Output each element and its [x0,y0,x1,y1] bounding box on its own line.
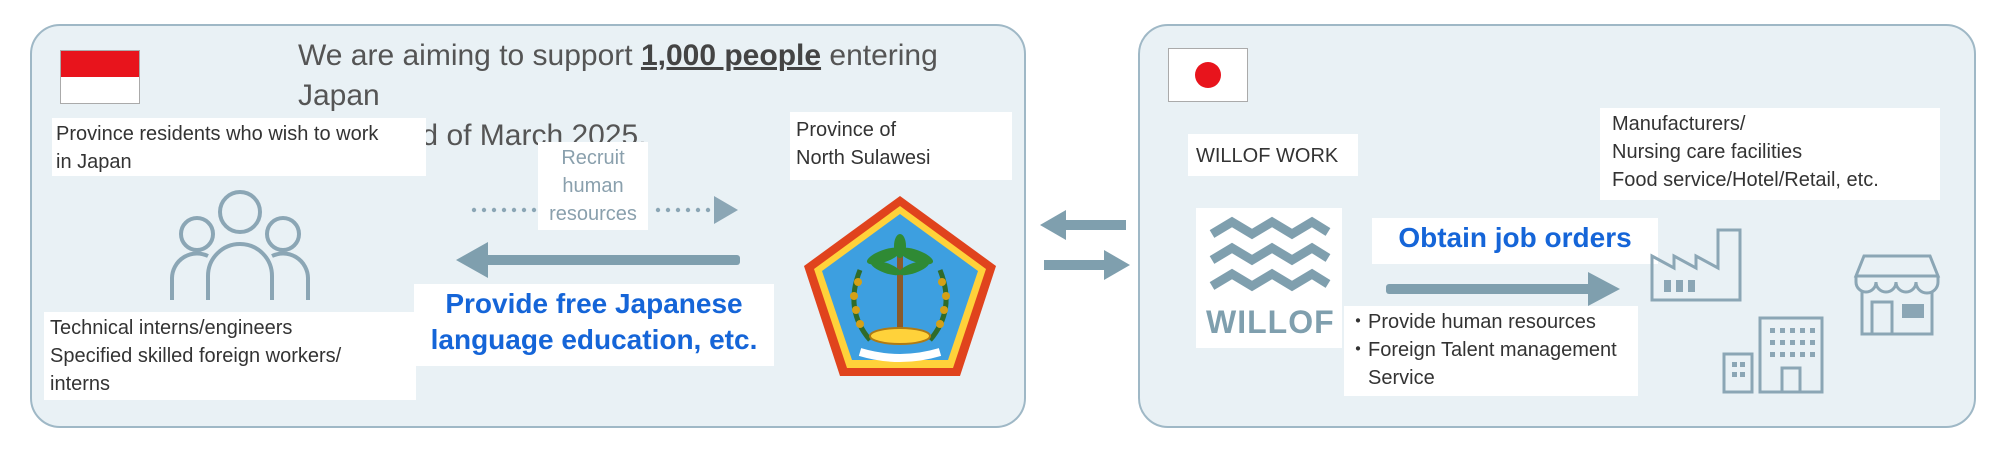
education-label: Provide free Japanese language education… [414,286,774,358]
japan-flag-icon [1168,48,1248,102]
factory-icon [1650,228,1742,302]
recruit-label: Recruit human resources [538,144,648,228]
province-label-box [790,112,1012,180]
recruit-line-3: resources [549,203,637,225]
clients-label: Manufacturers/ Nursing care facilities F… [1612,110,1879,194]
residents-label-box [52,118,426,176]
province-label: Province of North Sulawesi [796,116,931,172]
interns-line-2: Specified skilled foreign workers/ [50,345,342,367]
willof-logo-icon [1209,216,1331,292]
interns-label: Technical interns/engineers Specified sk… [50,314,341,398]
recruit-line-2: human [562,175,624,197]
province-emblem-icon [804,196,996,376]
residents-label-line-2: in Japan [56,151,132,173]
willof-work-label-box [1188,134,1358,176]
service-line-1: ・Provide human resources [1348,311,1596,333]
service-label-box [1344,306,1638,396]
clients-line-3: Food service/Hotel/Retail, etc. [1612,169,1879,191]
job-orders-label: Obtain job orders [1398,222,1632,253]
residents-label-line-1: Province residents who wish to work [56,123,379,145]
job-orders-arrow [1386,272,1620,306]
education-line-1: Provide free Japanese [445,288,743,319]
willof-logo-text: WILLOF [1206,304,1335,340]
recruit-label-box [538,142,648,230]
goal-highlight: 1,000 people [640,39,822,72]
goal-suffix: entering Japan [298,39,938,112]
education-label-box [414,284,774,366]
interns-label-box [44,312,416,400]
education-line-2: language education, etc. [430,324,758,355]
recruit-dotted-arrow [471,196,738,224]
people-group-icon [170,190,310,300]
province-line-2: North Sulawesi [796,147,931,169]
office-building-icon [1722,316,1824,394]
indonesia-flag-icon [60,50,140,104]
education-arrow [456,242,740,278]
exchange-arrows [1040,210,1130,280]
province-line-1: Province of [796,119,897,141]
recruit-line-1: Recruit [561,147,625,169]
service-line-2: ・Foreign Talent management [1348,339,1617,361]
clients-label-box [1600,108,1940,200]
interns-line-1: Technical interns/engineers [50,317,293,339]
store-icon [1853,254,1941,336]
service-line-3: Service [1368,367,1435,389]
service-label: ・Provide human resources ・Foreign Talent… [1348,308,1617,392]
willof-work-label: WILLOF WORK [1196,145,1339,167]
clients-line-2: Nursing care facilities [1612,141,1803,163]
goal-prefix: We are aiming to support [298,39,641,72]
interns-line-3: interns [50,373,111,395]
job-orders-label-box [1372,218,1658,264]
clients-line-1: Manufacturers/ [1612,113,1746,135]
residents-label: Province residents who wish to work in J… [56,120,378,176]
